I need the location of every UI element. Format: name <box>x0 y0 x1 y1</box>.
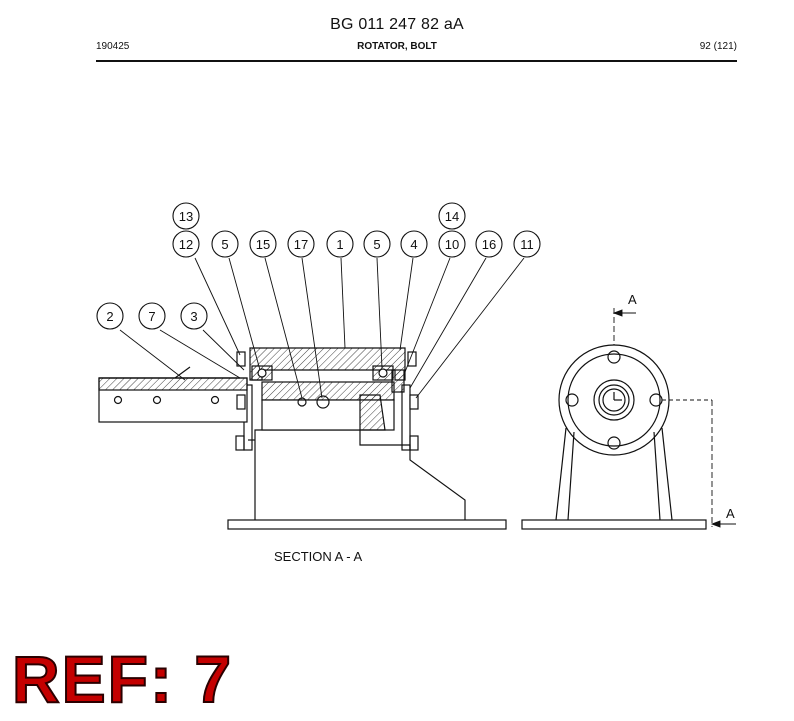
document-title: BG 011 247 82 aA <box>330 16 464 33</box>
callout-label: 2 <box>106 309 113 324</box>
callout-10 <box>438 230 466 258</box>
callout-label: 5 <box>373 237 380 252</box>
page-number: 92 (121) <box>699 41 737 52</box>
callout-label: 4 <box>410 237 417 252</box>
callout-1 <box>326 230 354 258</box>
base-plate <box>227 519 507 530</box>
callout-label: 14 <box>445 209 459 224</box>
callout-label: 13 <box>179 209 193 224</box>
section-label: SECTION A - A <box>274 549 362 564</box>
callout-label: 1 <box>336 237 343 252</box>
document-number: 190425 <box>96 41 130 52</box>
callout-label: 5 <box>221 237 228 252</box>
callout-11 <box>513 230 541 258</box>
end-view <box>521 344 707 530</box>
pedestal-body <box>254 429 466 520</box>
callout-16 <box>475 230 503 258</box>
callout-label: 15 <box>256 237 270 252</box>
leader-lines <box>119 257 525 399</box>
callout-label: 12 <box>179 237 193 252</box>
callout-13 <box>172 202 200 230</box>
callout-bubbles <box>96 202 541 330</box>
callout-5a <box>211 230 239 258</box>
header-rule <box>96 60 737 62</box>
callout-14 <box>438 202 466 230</box>
callout-label: 3 <box>190 309 197 324</box>
callout-7 <box>138 302 166 330</box>
callout-label: 10 <box>445 237 459 252</box>
callout-label: 11 <box>520 237 534 252</box>
callout-15 <box>249 230 277 258</box>
section-cut-line <box>612 308 736 528</box>
callout-label: 16 <box>482 237 496 252</box>
callout-label: 7 <box>148 309 155 324</box>
view-marker-bottom: A <box>726 506 735 521</box>
view-marker-top: A <box>628 292 637 307</box>
callout-17 <box>287 230 315 258</box>
section-view <box>98 347 507 530</box>
callout-12 <box>172 230 200 258</box>
callout-3 <box>180 302 208 330</box>
callout-2 <box>96 302 124 330</box>
callout-4 <box>400 230 428 258</box>
callout-5b <box>363 230 391 258</box>
reference-label: REF: 7 <box>11 642 234 716</box>
section-title: ROTATOR, BOLT <box>357 41 437 52</box>
end-view-base <box>521 519 707 530</box>
callout-label: 17 <box>294 237 308 252</box>
